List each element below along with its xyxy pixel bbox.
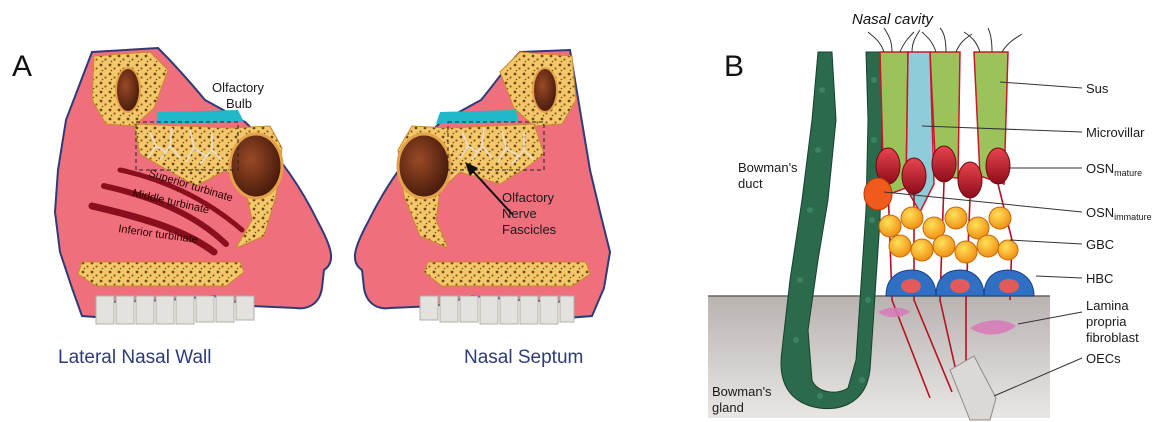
nasal-septum-caption: Nasal Septum bbox=[464, 347, 583, 368]
nasal-septum-illustration bbox=[355, 50, 610, 324]
panel-b-letter: B bbox=[724, 50, 744, 83]
bowmans-gland-label-line1: Bowman's bbox=[712, 384, 772, 399]
osn-immature-label: OSNimmature bbox=[1086, 205, 1152, 222]
fascicles-label-line1: Olfactory bbox=[502, 190, 555, 205]
osn-mature-sub: mature bbox=[1114, 168, 1142, 178]
nasal-cavity-title: Nasal cavity bbox=[852, 11, 934, 28]
gbc-label: GBC bbox=[1086, 237, 1114, 252]
lamina-propria bbox=[708, 296, 1050, 418]
sphenoid-sinus-left bbox=[230, 134, 282, 198]
hard-palate-left bbox=[78, 262, 244, 286]
lamina-label-line1: Lamina bbox=[1086, 298, 1129, 313]
panel-a-letter: A bbox=[12, 50, 32, 83]
bowmans-duct-label-line2: duct bbox=[738, 176, 763, 191]
oecs-label: OECs bbox=[1086, 351, 1121, 366]
gbc-cells bbox=[879, 207, 1018, 263]
sphenoid-sinus-right bbox=[398, 134, 450, 198]
teeth-right bbox=[420, 296, 574, 324]
lateral-nasal-wall-caption: Lateral Nasal Wall bbox=[58, 347, 211, 368]
sus-label: Sus bbox=[1086, 81, 1109, 96]
frontal-sinus-left bbox=[116, 68, 140, 112]
osn-mature-label: OSNmature bbox=[1086, 161, 1142, 178]
microvillar-label: Microvillar bbox=[1086, 125, 1145, 140]
osn-immature-sub: immature bbox=[1114, 212, 1152, 222]
lamina-label-line2: propria bbox=[1086, 314, 1127, 329]
olfactory-bulb-label-line1: Olfactory bbox=[212, 80, 265, 95]
osn-immature-main: OSN bbox=[1086, 205, 1114, 220]
lamina-label-line3: fibroblast bbox=[1086, 330, 1139, 345]
bowmans-duct-label-line1: Bowman's bbox=[738, 160, 798, 175]
olfactory-bulb-label-line2: Bulb bbox=[226, 96, 252, 111]
hbc-label: HBC bbox=[1086, 271, 1113, 286]
fascicles-label-line3: Fascicles bbox=[502, 222, 557, 237]
osn-immature-cell bbox=[864, 178, 892, 210]
frontal-sinus-right bbox=[533, 68, 557, 112]
fascicles-label-line2: Nerve bbox=[502, 206, 537, 221]
epithelium-illustration bbox=[708, 28, 1050, 420]
bowmans-gland-label-line2: gland bbox=[712, 400, 744, 415]
cilia bbox=[868, 28, 1022, 52]
hard-palate-right bbox=[424, 262, 590, 286]
osn-mature-main: OSN bbox=[1086, 161, 1114, 176]
